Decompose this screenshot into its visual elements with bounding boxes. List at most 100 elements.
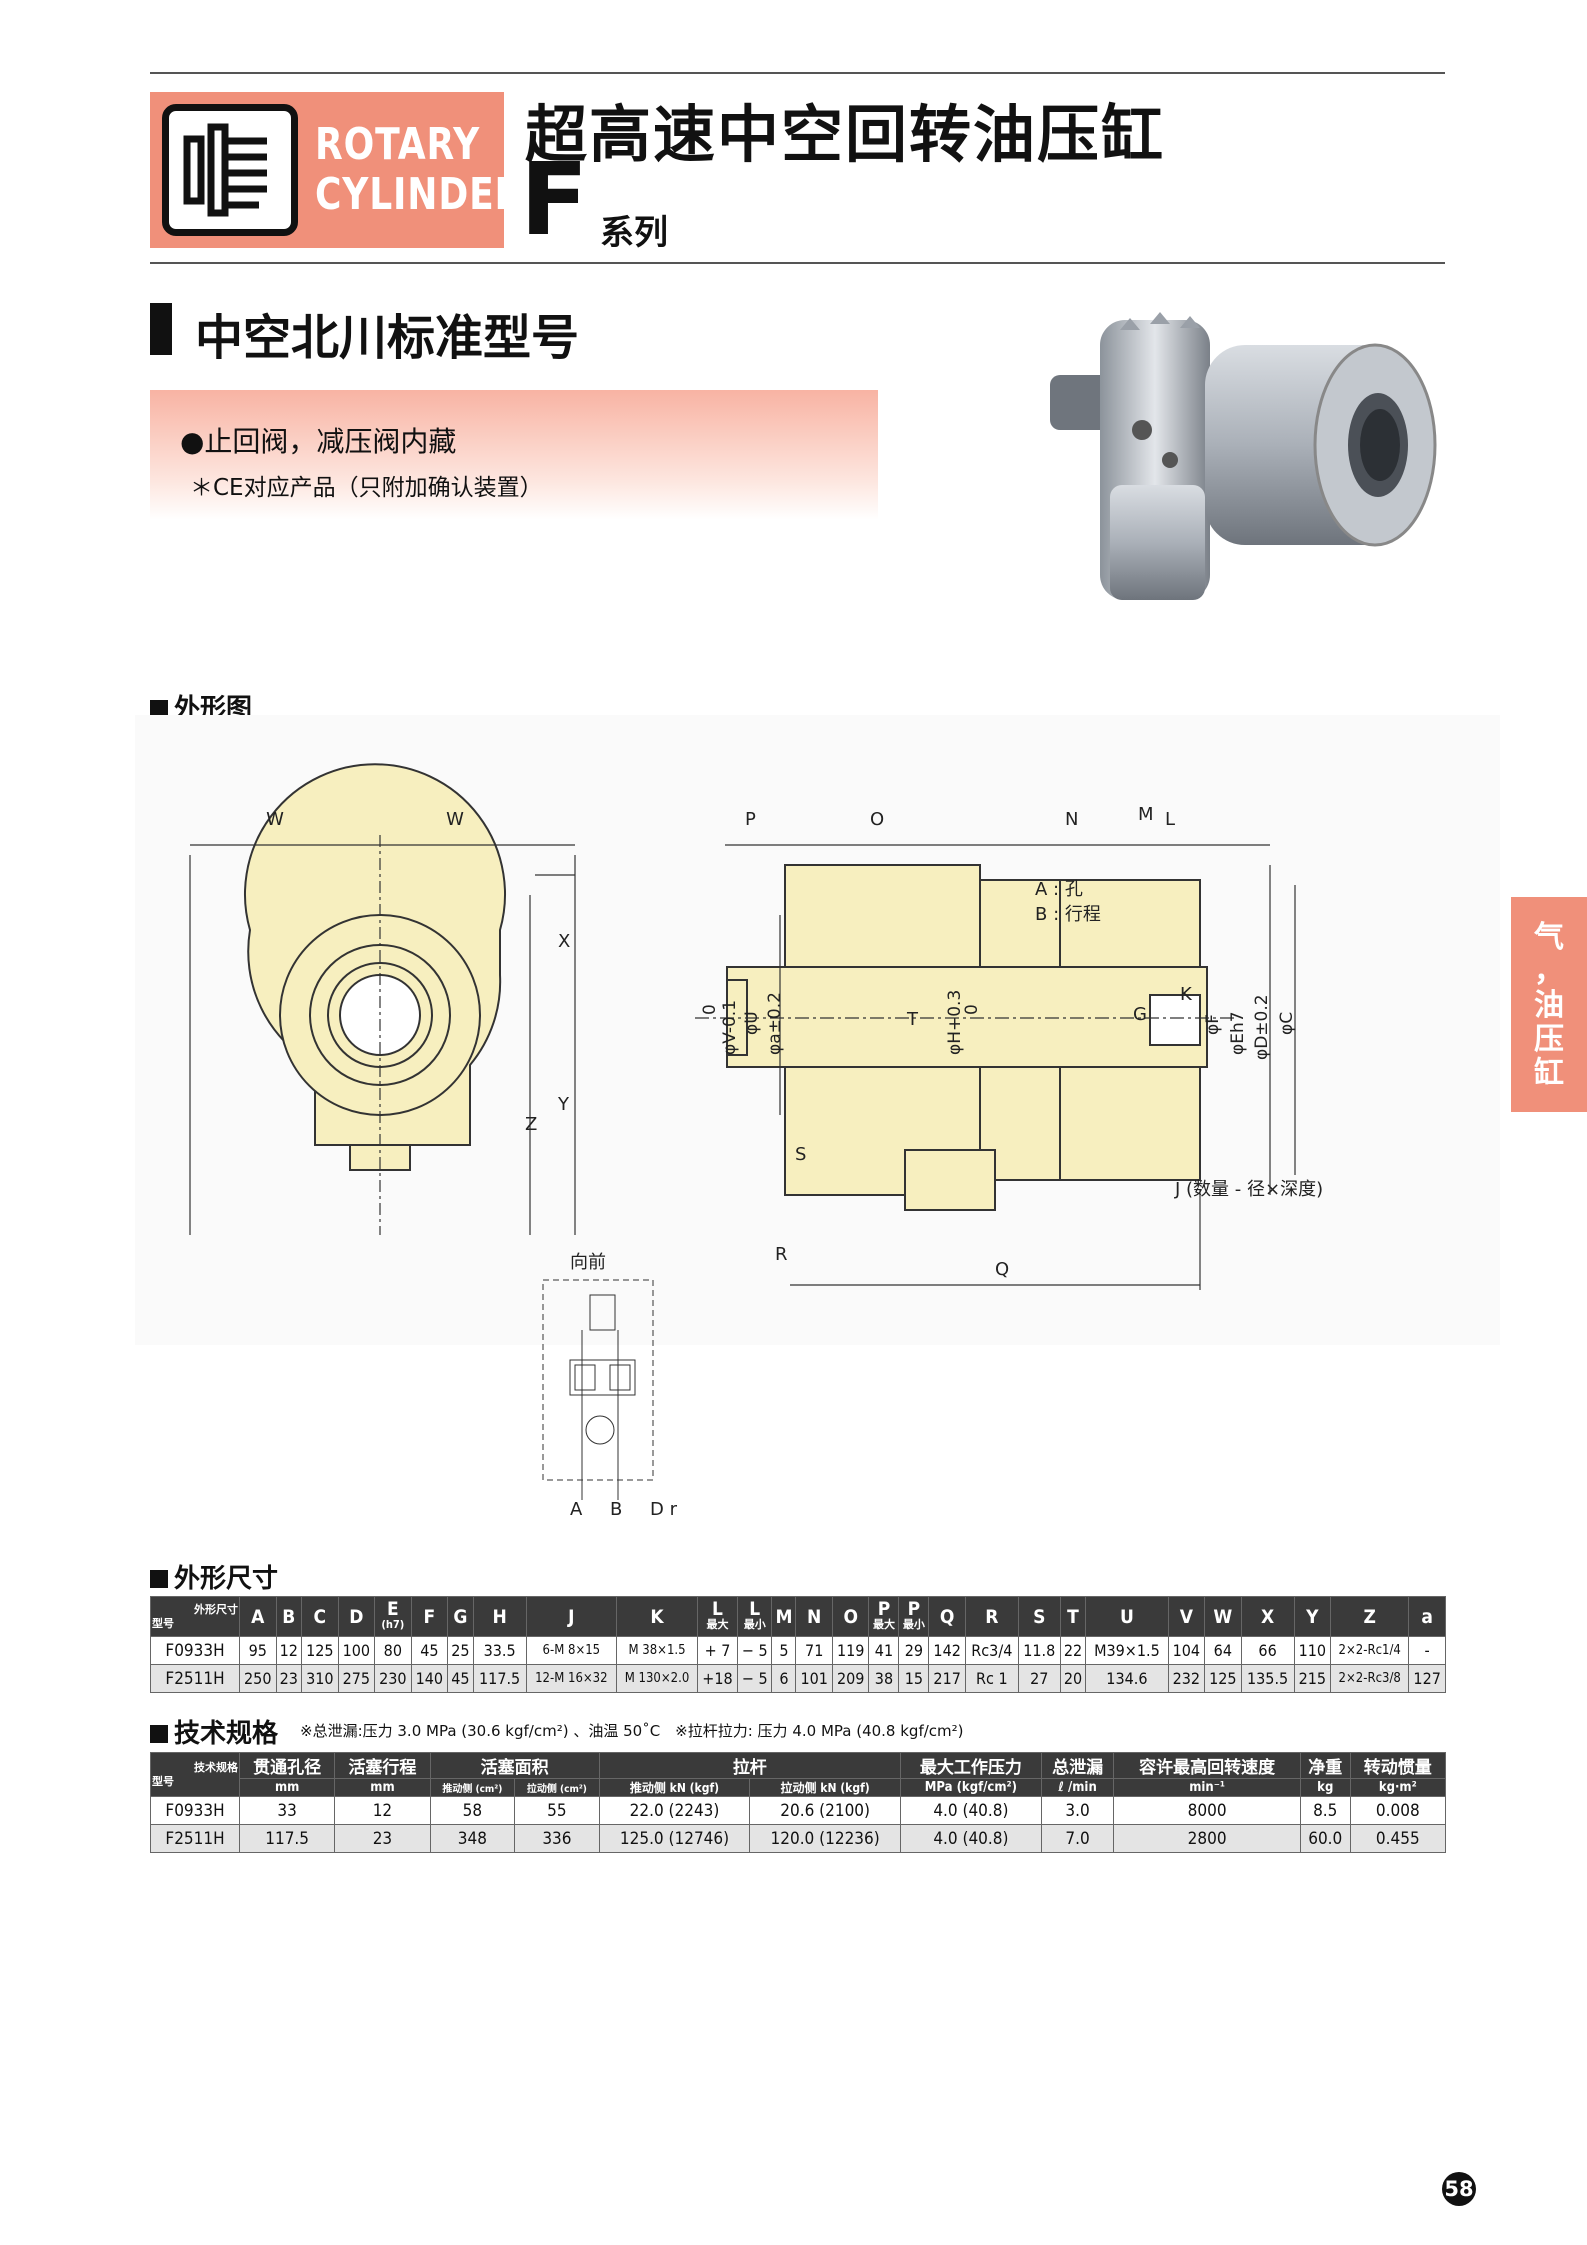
table-cell: 0.455 xyxy=(1349,1824,1447,1853)
page-number: 58 xyxy=(1442,2172,1476,2206)
feature-item: ●止回阀，减压阀内藏 xyxy=(180,425,457,458)
model-cell: F0933H xyxy=(150,1636,240,1665)
table-cell: 20 xyxy=(1059,1664,1087,1693)
table-cell: 215 xyxy=(1293,1664,1332,1693)
col-inertia: 转动惯量 xyxy=(1349,1752,1447,1779)
dims-col-header: N xyxy=(795,1596,833,1637)
side-tab-text: ， xyxy=(1534,954,1564,989)
model-cell: F2511H xyxy=(150,1824,240,1853)
model-cell: F2511H xyxy=(150,1664,240,1693)
table-cell: 22.0 (2243) xyxy=(598,1796,751,1825)
page-title: 超高速中空回转油压缸 xyxy=(525,98,1166,171)
table-cell: 45 xyxy=(447,1664,474,1693)
side-tab-text: 压 xyxy=(1534,1022,1564,1057)
series-letter: F xyxy=(520,141,589,258)
dim-label-p: P xyxy=(745,809,756,830)
table-cell: 41 xyxy=(868,1636,900,1665)
table-cell: 64 xyxy=(1204,1636,1242,1665)
rotary-cylinder-logo: ROTARY CYLINDER xyxy=(150,92,522,248)
table-cell: 135.5 xyxy=(1240,1664,1295,1693)
table-cell: 4.0 (40.8) xyxy=(899,1796,1042,1825)
dims-col-header: a xyxy=(1408,1596,1446,1637)
table-cell: + 7 xyxy=(696,1636,738,1665)
col-bore: 贯通孔径 xyxy=(238,1752,336,1779)
table-cell: 3.0 xyxy=(1040,1796,1115,1825)
table-cell: 5 xyxy=(771,1636,797,1665)
table-cell: 275 xyxy=(337,1664,376,1693)
table-cell: 2800 xyxy=(1113,1824,1301,1853)
table-cell: 101 xyxy=(795,1664,833,1693)
side-tab-text: 气 xyxy=(1534,920,1564,955)
dim-label-w: W xyxy=(266,809,284,830)
col-stroke: 活塞行程 xyxy=(334,1752,431,1779)
table-cell: 66 xyxy=(1240,1636,1295,1665)
table-cell: 120.0 (12236) xyxy=(749,1824,901,1853)
col-weight: 净重 xyxy=(1299,1752,1351,1779)
dim-label-v: φV-0.1 xyxy=(720,1000,740,1055)
dim-label-x: X xyxy=(558,931,570,952)
dims-col-header: X xyxy=(1240,1596,1295,1637)
table-cell: 348 xyxy=(429,1824,516,1853)
table-cell: 58 xyxy=(429,1796,516,1825)
front-view-dims xyxy=(189,835,576,1235)
table-cell: 217 xyxy=(928,1664,966,1693)
table-cell: 125 xyxy=(1204,1664,1242,1693)
feature-box: ●止回阀，减压阀内藏 ＊CE对应产品（只附加确认装置） xyxy=(150,390,878,520)
side-tab-text: 油 xyxy=(1534,988,1564,1023)
table-cell: 209 xyxy=(831,1664,870,1693)
dims-col-header: W xyxy=(1204,1596,1242,1637)
table-corner: 技术规格 型号 xyxy=(150,1752,240,1797)
dim-label-y: Y xyxy=(557,1094,570,1115)
port-dr-label: D r xyxy=(650,1499,678,1520)
side-view xyxy=(695,864,1235,1211)
table-cell: 6-M 8×15 xyxy=(525,1636,618,1665)
spec-table: 技术规格 型号 贯通孔径 活塞行程 活塞面积 拉杆 最大工作压力 总泄漏 容许最… xyxy=(150,1752,1447,1853)
table-cell: 2×2-Rc3/8 xyxy=(1330,1664,1410,1693)
dims-col-header: Q xyxy=(928,1596,966,1637)
dim-label-k: K xyxy=(1180,984,1193,1005)
table-cell: 11.8 xyxy=(1017,1636,1061,1665)
table-cell: 117.5 xyxy=(238,1824,336,1853)
table-corner: 外形尺寸 型号 xyxy=(150,1596,240,1637)
unit-rod-push: 推动侧 kN (kgf) xyxy=(598,1778,751,1797)
table-cell: 23 xyxy=(334,1824,431,1853)
dims-col-header: S xyxy=(1017,1596,1061,1637)
dim-label-u: φU xyxy=(742,1011,762,1035)
table-cell: 15 xyxy=(898,1664,930,1693)
table-cell: 140 xyxy=(410,1664,449,1693)
dim-label-n: N xyxy=(1065,809,1078,830)
dims-heading: 外形尺寸 xyxy=(150,1558,278,1595)
table-cell: − 5 xyxy=(736,1664,773,1693)
rotary-cylinder-icon xyxy=(162,104,298,236)
table-cell: 45 xyxy=(410,1636,449,1665)
table-cell: − 5 xyxy=(736,1636,773,1665)
table-cell: 60.0 xyxy=(1299,1824,1351,1853)
note-stroke: B : 行程 xyxy=(1035,904,1101,925)
table-cell: 80 xyxy=(374,1636,412,1665)
dim-label-s: S xyxy=(795,1144,806,1165)
table-cell: 7.0 xyxy=(1040,1824,1115,1853)
table-cell: 23 xyxy=(275,1664,303,1693)
table-cell: 55 xyxy=(514,1796,600,1825)
table-cell: M 130×2.0 xyxy=(616,1664,698,1693)
dims-col-header: V xyxy=(1167,1596,1206,1637)
table-cell: 20.6 (2100) xyxy=(749,1796,901,1825)
table-cell: M 38×1.5 xyxy=(616,1636,698,1665)
unit-pressure: MPa (kgf/cm²) xyxy=(899,1778,1042,1797)
logo-text-line2: CYLINDER xyxy=(315,169,524,220)
hydraulic-circuit: 向前 A B D r xyxy=(542,1252,678,1520)
table-cell: M39×1.5 xyxy=(1085,1636,1169,1665)
table-cell: Rc3/4 xyxy=(964,1636,1019,1665)
unit-rod-pull: 拉动侧 kN (kgf) xyxy=(749,1778,901,1797)
dims-col-header: T xyxy=(1059,1596,1087,1637)
table-cell: 38 xyxy=(868,1664,900,1693)
dims-col-header: Z xyxy=(1330,1596,1410,1637)
dims-col-header: F xyxy=(410,1596,449,1637)
dims-col-header: C xyxy=(301,1596,339,1637)
dims-col-header: O xyxy=(831,1596,870,1637)
dims-col-header: M xyxy=(771,1596,797,1637)
